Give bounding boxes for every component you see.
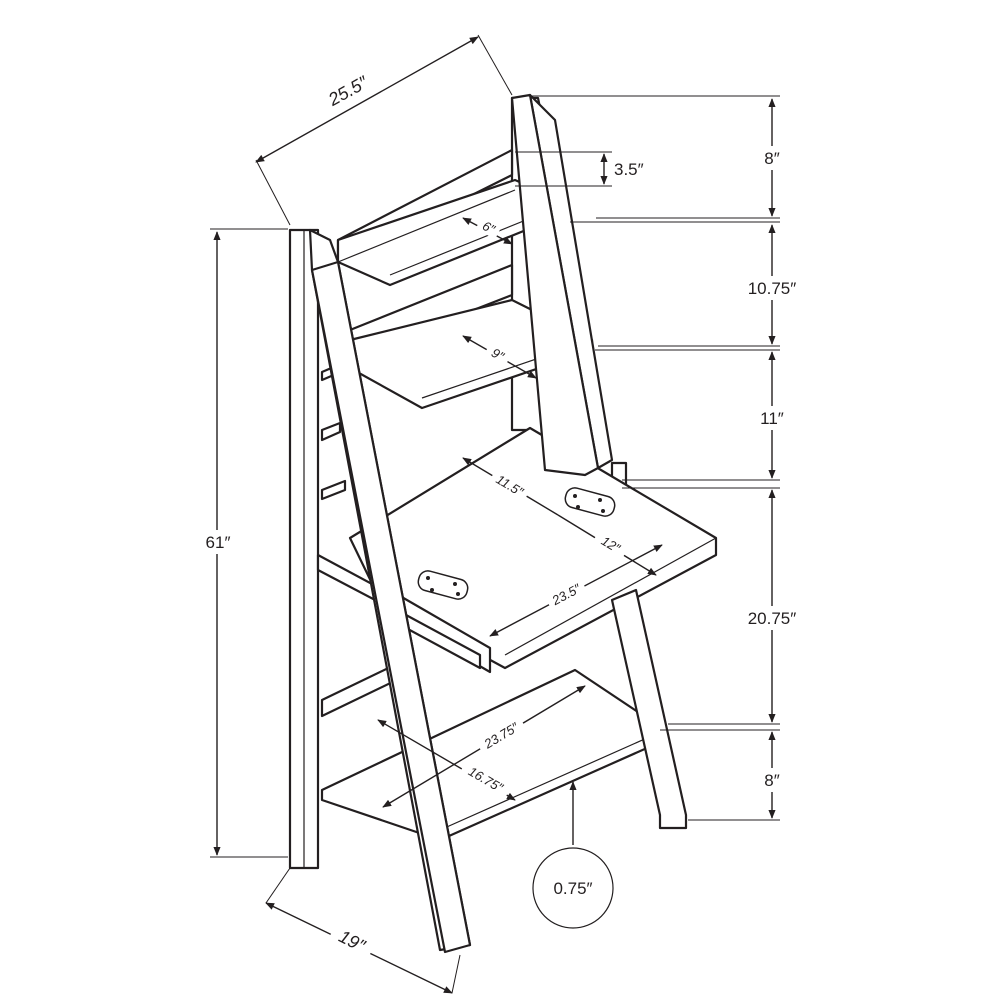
label-panel-thickness: 0.75″ <box>553 879 592 898</box>
label-gap-desk-floor-shelf: 20.75″ <box>748 609 797 628</box>
hinge-right <box>564 487 616 517</box>
label-gap-top: 8″ <box>764 149 779 168</box>
back-leg-left <box>288 228 320 870</box>
label-gap-shelf-2-desk: 11″ <box>760 409 784 428</box>
thickness-callout-circle <box>532 847 614 929</box>
shelf-bottom <box>320 668 667 842</box>
label-gap-shelf-1-2: 10.75″ <box>748 279 797 298</box>
label-overall-height: 61″ <box>206 533 231 552</box>
dimension-labels: 25.5″ 61″ 19″ 8″ 3.5″ 10.75″ 11″ 20.75″ … <box>198 65 804 963</box>
label-gap-bottom: 8″ <box>764 771 779 790</box>
hinge-left <box>417 570 469 600</box>
ladder-desk-drawing <box>288 93 718 954</box>
label-top-backrail: 3.5″ <box>614 160 644 179</box>
